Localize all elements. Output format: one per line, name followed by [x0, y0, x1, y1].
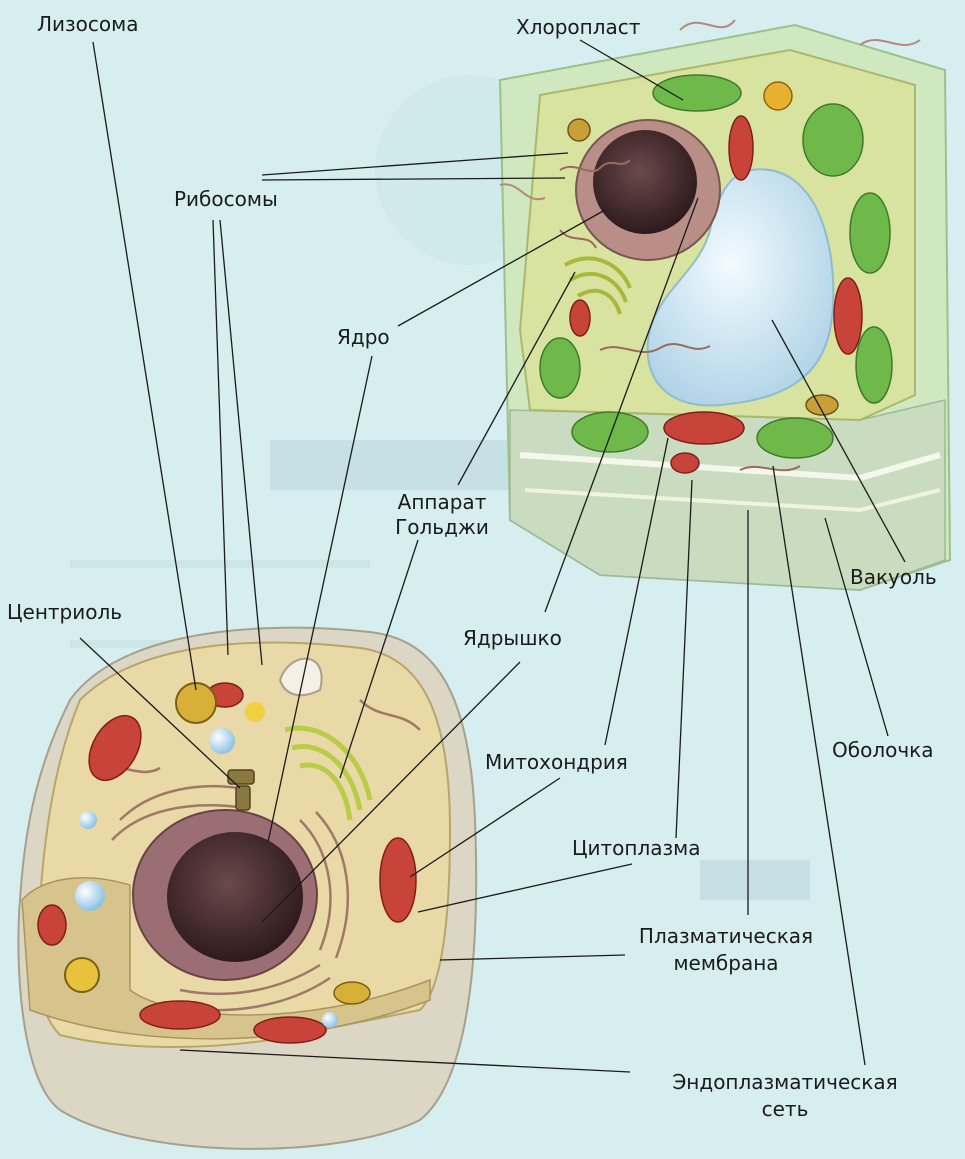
- label-chloroplast: Хлоропласт: [516, 15, 640, 39]
- plant-cell: [500, 20, 950, 590]
- label-nucleus: Ядро: [337, 325, 390, 349]
- label-er-line1: Эндоплазматическая: [672, 1070, 897, 1094]
- leader-lysosome: [93, 42, 196, 690]
- label-mitochondrion: Митохондрия: [485, 750, 628, 774]
- label-centriole: Центриоль: [7, 600, 122, 624]
- label-lysosome: Лизосома: [37, 12, 138, 36]
- label-golgi-line2: Гольджи: [395, 515, 489, 539]
- label-ribosomes: Рибосомы: [174, 187, 278, 211]
- animal-nucleus: [167, 832, 303, 962]
- label-golgi-line1: Аппарат: [398, 490, 487, 514]
- label-cytoplasm: Цитоплазма: [572, 836, 701, 860]
- label-er-line2: сеть: [762, 1097, 809, 1121]
- label-nucleolus: Ядрышко: [463, 626, 562, 650]
- plant-nucleus: [593, 130, 697, 234]
- label-vacuole: Вакуоль: [850, 565, 937, 589]
- animal-cell: [18, 628, 476, 1149]
- label-plasma-membrane-line1: Плазматическая: [639, 924, 813, 948]
- label-cell-wall: Оболочка: [832, 738, 933, 762]
- label-plasma-membrane-line2: мембрана: [673, 951, 778, 975]
